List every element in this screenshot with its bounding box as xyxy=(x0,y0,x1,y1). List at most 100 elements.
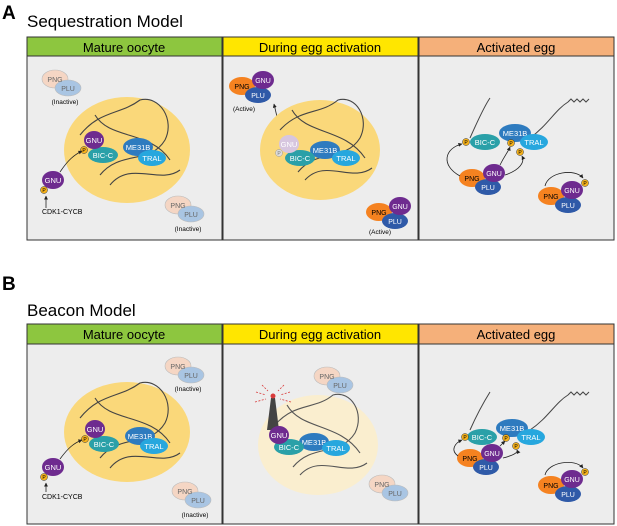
svg-text:P: P xyxy=(583,181,587,187)
a1-granule-complex: ME31B BIC-C TRAL GNU P xyxy=(80,131,166,166)
svg-text:PLU: PLU xyxy=(561,492,575,499)
svg-text:P: P xyxy=(464,140,468,146)
svg-text:P: P xyxy=(518,150,522,156)
a2-active-label-top: (Active) xyxy=(233,106,255,113)
svg-text:PNG: PNG xyxy=(170,364,185,371)
panel-b-title: Beacon Model xyxy=(27,301,136,320)
panel-b-header-activated: Activated egg xyxy=(477,327,556,342)
a2-active-label-bottom: (Active) xyxy=(369,229,391,236)
svg-text:PNG: PNG xyxy=(371,210,386,217)
a1-inactive-label-top: (Inactive) xyxy=(52,99,79,106)
panel-a-col3-bg xyxy=(418,55,615,241)
a1-cdk-label: CDK1-CYCB xyxy=(42,209,83,216)
panel-b: B Beacon Model Mature oocyte During egg … xyxy=(2,274,615,525)
a3-png-complex-left: PNG PLU GNU xyxy=(446,142,526,195)
svg-text:GNU: GNU xyxy=(45,463,62,472)
svg-text:PLU: PLU xyxy=(388,491,402,498)
svg-text:PLU: PLU xyxy=(388,219,402,226)
svg-text:GNU: GNU xyxy=(564,477,580,484)
svg-text:GNU: GNU xyxy=(255,78,271,85)
panel-b-header-mature-bg xyxy=(26,323,223,345)
panel-b-header-during: During egg activation xyxy=(259,327,381,342)
b2-beacon-tower-icon xyxy=(254,384,292,430)
svg-text:P: P xyxy=(42,475,46,481)
panel-a-header-mature-bg xyxy=(26,36,223,57)
panel-a: A Sequestration Model Mature oocyte Duri… xyxy=(2,3,615,241)
svg-text:TRAL: TRAL xyxy=(336,154,355,163)
svg-text:PLU: PLU xyxy=(61,86,75,93)
svg-text:GNU: GNU xyxy=(484,451,500,458)
panel-a-letter: A xyxy=(2,3,16,24)
svg-text:PNG: PNG xyxy=(234,84,249,91)
svg-text:P: P xyxy=(504,436,508,442)
svg-text:ME31B: ME31B xyxy=(500,424,525,433)
b3-granule-complex: ME31B BIC-C TRAL P P P xyxy=(461,391,590,450)
b3-png-complex-left: PNG PLU GNU xyxy=(453,439,521,475)
a1-inactive-complex-top: PNG PLU (Inactive) xyxy=(41,69,82,106)
svg-text:ME31B: ME31B xyxy=(302,438,327,447)
svg-text:GNU: GNU xyxy=(564,188,580,195)
svg-text:BIC-C: BIC-C xyxy=(94,440,115,449)
svg-text:P: P xyxy=(463,435,467,441)
b1-inactive-complex-bottom: PNG PLU (Inactive) xyxy=(171,481,212,519)
svg-text:PLU: PLU xyxy=(333,383,347,390)
svg-text:TRAL: TRAL xyxy=(144,442,163,451)
a1-inactive-complex-bottom: PNG PLU (Inactive) xyxy=(164,195,205,233)
svg-text:TRAL: TRAL xyxy=(142,154,161,163)
svg-text:GNU: GNU xyxy=(281,140,298,149)
panel-a-header-activated-bg xyxy=(418,36,615,57)
svg-text:TRAL: TRAL xyxy=(524,138,543,147)
svg-text:PNG: PNG xyxy=(374,482,389,489)
panel-a-header-activated: Activated egg xyxy=(477,40,556,55)
svg-text:PLU: PLU xyxy=(479,465,493,472)
b1-cdk-label: CDK1-CYCB xyxy=(42,494,83,501)
svg-text:PNG: PNG xyxy=(177,489,192,496)
svg-text:TRAL: TRAL xyxy=(521,433,540,442)
svg-text:BIC-C: BIC-C xyxy=(93,151,114,160)
a3-granule-complex: ME31B BIC-C TRAL P P P xyxy=(462,97,590,156)
svg-text:PNG: PNG xyxy=(462,456,477,463)
svg-text:PNG: PNG xyxy=(319,374,334,381)
svg-text:GNU: GNU xyxy=(87,425,104,434)
a1-free-gnu: GNU P CDK1-CYCB xyxy=(40,150,83,216)
b2-inactive-complex-top: PNG PLU xyxy=(313,366,354,394)
b2-inactive-complex-bottom: PNG PLU xyxy=(368,474,409,502)
svg-text:P: P xyxy=(42,188,46,194)
svg-text:GNU: GNU xyxy=(392,204,408,211)
svg-text:P: P xyxy=(82,148,86,154)
panel-a-header-mature: Mature oocyte xyxy=(83,40,165,55)
svg-text:PNG: PNG xyxy=(47,77,62,84)
svg-text:ME31B: ME31B xyxy=(313,146,338,155)
svg-text:PNG: PNG xyxy=(543,483,558,490)
svg-text:PLU: PLU xyxy=(561,203,575,210)
svg-text:GNU: GNU xyxy=(45,176,62,185)
svg-text:PNG: PNG xyxy=(170,203,185,210)
svg-text:P: P xyxy=(277,151,281,157)
svg-text:BIC-C: BIC-C xyxy=(475,138,496,147)
a2-active-complex-top: PNG PLU GNU (Active) xyxy=(229,71,274,113)
a1-inactive-label-bottom: (Inactive) xyxy=(175,226,202,233)
svg-text:PLU: PLU xyxy=(251,93,265,100)
b1-free-gnu: GNU P CDK1-CYCB xyxy=(40,439,83,501)
b1-inactive-label-bottom: (Inactive) xyxy=(182,512,209,519)
svg-text:ME31B: ME31B xyxy=(126,143,151,152)
panel-a-title: Sequestration Model xyxy=(27,12,183,31)
svg-text:PLU: PLU xyxy=(184,212,198,219)
svg-text:ME31B: ME31B xyxy=(128,432,153,441)
a3-png-complex-right: PNG PLU GNU P xyxy=(538,172,589,213)
panel-b-header-during-bg xyxy=(222,323,419,345)
svg-text:PLU: PLU xyxy=(481,185,495,192)
panel-b-header-mature: Mature oocyte xyxy=(83,327,165,342)
svg-text:PNG: PNG xyxy=(543,194,558,201)
panel-a-header-during: During egg activation xyxy=(259,40,381,55)
svg-text:GNU: GNU xyxy=(271,431,288,440)
svg-text:BIC-C: BIC-C xyxy=(472,433,493,442)
svg-text:P: P xyxy=(509,141,513,147)
svg-text:P: P xyxy=(583,470,587,476)
svg-text:PLU: PLU xyxy=(184,373,198,380)
panel-a-header-during-bg xyxy=(222,36,419,57)
a2-active-complex-bottom: PNG PLU GNU (Active) xyxy=(366,197,411,236)
svg-text:TRAL: TRAL xyxy=(326,444,345,453)
b1-inactive-complex-top: PNG PLU (Inactive) xyxy=(164,356,205,393)
